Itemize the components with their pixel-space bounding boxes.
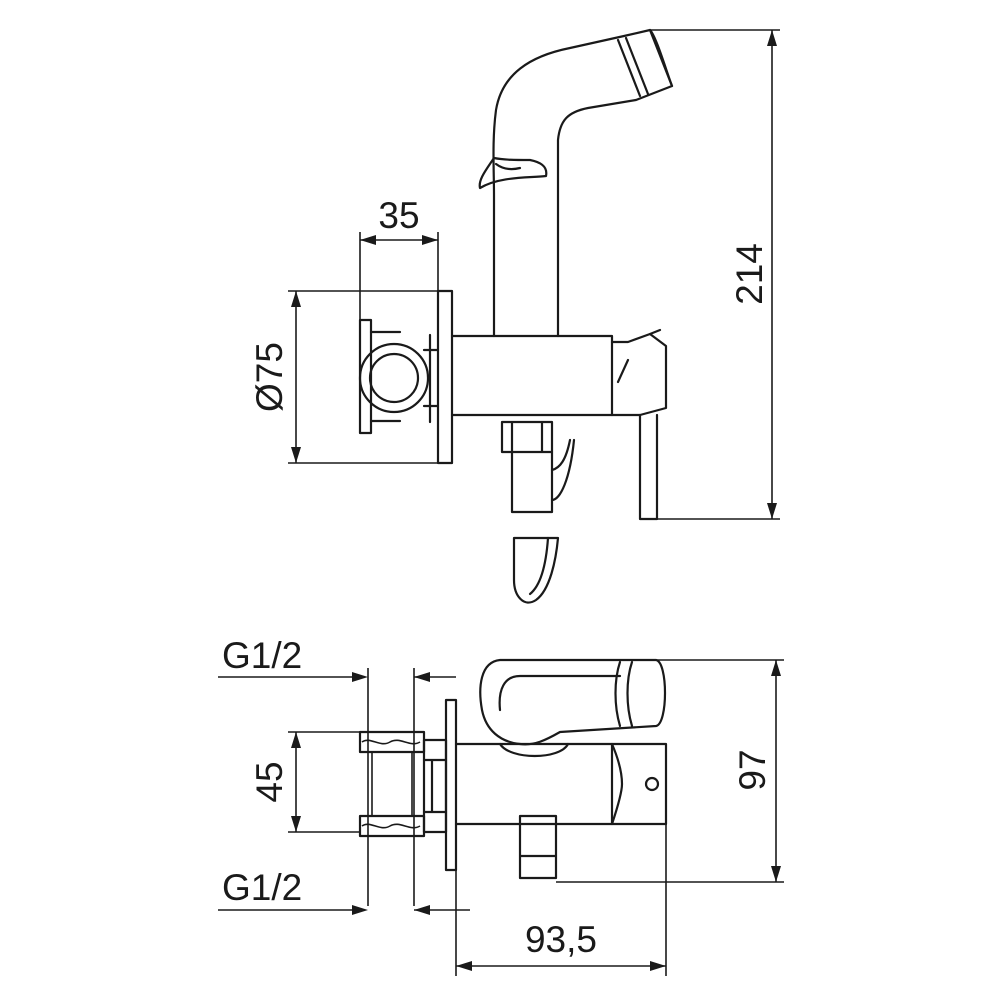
plan-pipe-walls: [371, 752, 413, 816]
dim-75-label: Ø75: [249, 342, 290, 412]
plan-spray-inner: [498, 674, 622, 712]
holder-ring-inner: [368, 352, 420, 404]
dim-45-extension: [288, 731, 360, 833]
dim-214-extension: [650, 29, 780, 520]
plan-outlet: [518, 814, 558, 880]
g12-bottom-arrow-left: [352, 905, 368, 915]
g12-top-label: G1/2: [222, 635, 302, 676]
hose-connector: [510, 450, 554, 514]
plan-thread-top: [358, 730, 426, 754]
spray-head-body: [492, 28, 674, 338]
plan-spray-joint: [498, 742, 570, 758]
g12-bottom-arrow-right: [414, 905, 430, 915]
dim-35-extension: [359, 232, 439, 320]
dim-214-label: 214: [729, 243, 770, 305]
valve-body: [450, 334, 614, 417]
dim-45-arrow-bottom: [291, 816, 301, 832]
plan-spray-nozzle: [614, 660, 634, 728]
lever-shaft: [638, 413, 659, 521]
spray-trigger: [478, 156, 548, 190]
plan-spray-head: [479, 658, 667, 746]
wall-bracket: [358, 318, 373, 435]
spray-nozzle: [616, 28, 674, 98]
holder-ring-outer: [358, 342, 430, 414]
dim-35-arrow-left: [360, 235, 376, 245]
hose-curve: [550, 438, 576, 502]
plan-wall-plate: [444, 698, 458, 872]
dim-97-label: 97: [732, 749, 773, 790]
plan-connector-detail: [422, 758, 448, 814]
plan-thread-bottom-wave: [361, 823, 421, 829]
plan-connector-block: [422, 738, 448, 834]
dim-935-arrow-left: [456, 961, 472, 971]
dim-35-arrow-right: [422, 235, 438, 245]
dim-45-arrow-top: [291, 732, 301, 748]
lever-cap: [616, 328, 662, 384]
wall-flange: [436, 289, 454, 465]
dim-35-label: 35: [378, 195, 419, 236]
g12-top-ext: [367, 668, 415, 906]
dim-75-arrow-top: [291, 291, 301, 307]
hose-nut: [500, 420, 554, 454]
plan-thread-top-wave: [361, 739, 421, 745]
dim-97-arrow-bottom: [771, 866, 781, 882]
dim-45-label: 45: [249, 761, 290, 802]
dim-935-arrow-right: [650, 961, 666, 971]
dim-75-arrow-bottom: [291, 447, 301, 463]
dim-214-arrow-top: [767, 30, 777, 46]
dim-97-arrow-top: [771, 660, 781, 676]
plan-thread-bottom: [358, 814, 426, 838]
front-view: 35 Ø75 214: [249, 28, 780, 604]
plan-lever: [610, 742, 668, 826]
plan-view: G1/2 G1/2 45 97 93,5: [218, 635, 784, 976]
plan-lever-pin: [644, 776, 660, 792]
hose-lower: [512, 536, 560, 604]
hose-lower-detail: [528, 536, 550, 596]
dim-75-extension: [288, 290, 452, 464]
dim-214-arrow-bottom: [767, 503, 777, 519]
lever-handle: [610, 332, 668, 417]
g12-bottom-label: G1/2: [222, 867, 302, 908]
dim-97-extension: [556, 659, 784, 883]
dim-935-label: 93,5: [525, 919, 597, 960]
g12-top-arrow-right: [414, 672, 430, 682]
trigger-detail: [494, 162, 522, 171]
holder-neck: [422, 333, 440, 424]
g12-top-arrow-left: [352, 672, 368, 682]
bracket-arm: [369, 330, 402, 423]
dim-935-extension: [455, 824, 667, 976]
